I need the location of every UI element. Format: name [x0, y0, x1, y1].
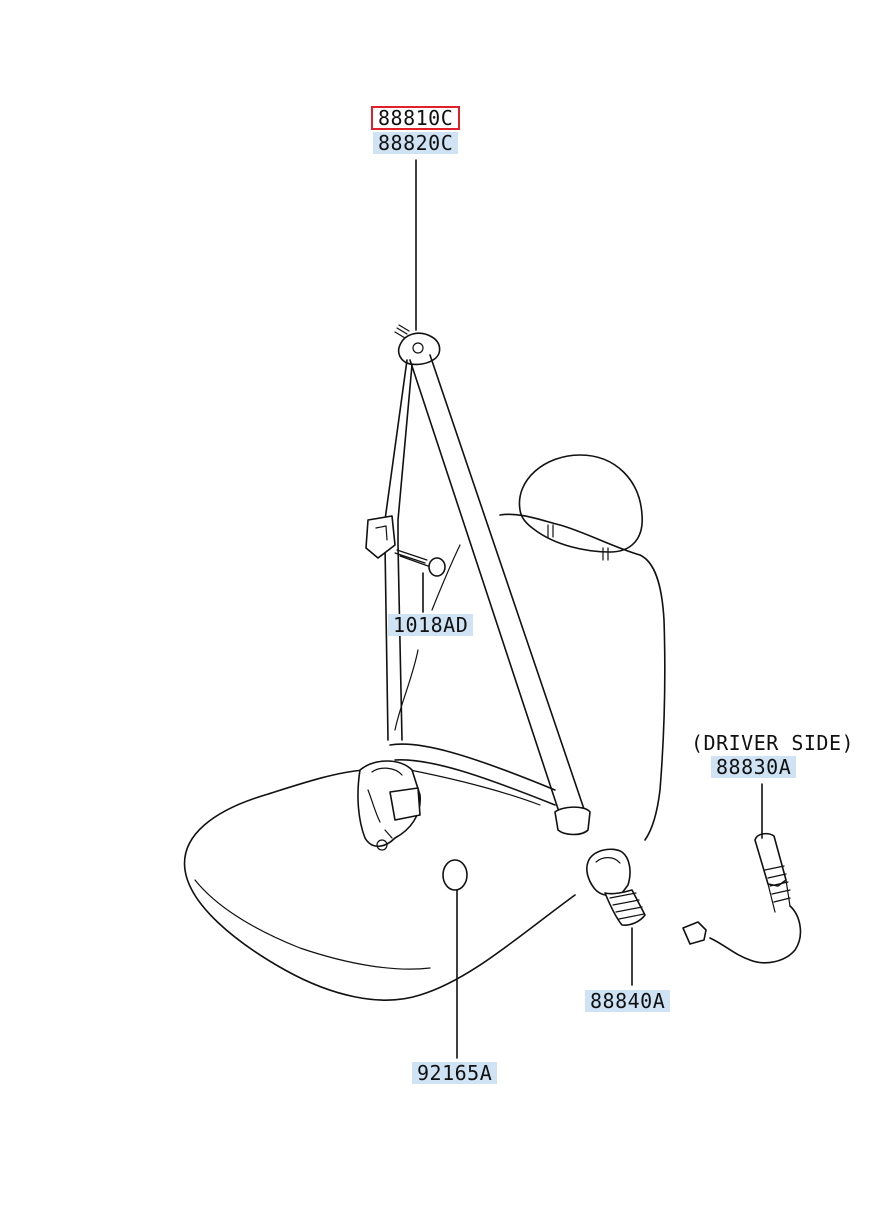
buckle-slot	[595, 857, 621, 864]
retractor-body	[357, 760, 421, 848]
part-label-88820c[interactable]: 88820C	[373, 132, 459, 154]
mounting-bolt	[394, 549, 429, 567]
upper-anchor-bolt	[394, 324, 410, 339]
webbing-tongue-end	[554, 806, 591, 836]
part-label-88830a[interactable]: 88830A	[711, 756, 797, 778]
driver-buckle-body	[754, 832, 787, 887]
upper-anchor-bolt-hole	[412, 342, 424, 354]
lower-webbing	[389, 743, 556, 806]
retractor-bolt	[376, 839, 388, 851]
webbing-guide-inner	[375, 525, 388, 541]
seat-cushion-front-edge	[194, 879, 431, 970]
driver-buckle-connector	[682, 921, 707, 945]
webbing-guide	[365, 515, 396, 559]
seat-cushion-rear-edge	[409, 769, 541, 806]
upper-anchor-plate	[397, 332, 441, 366]
headrest-stay-left	[547, 524, 554, 538]
driver-buckle-ribs	[764, 865, 791, 903]
seat-plug	[442, 859, 468, 891]
driver-buckle-stalk	[767, 879, 791, 913]
buckle-stalk-ribs	[609, 892, 645, 920]
part-label-92165a[interactable]: 92165A	[412, 1062, 498, 1084]
retractor-cover	[389, 787, 421, 821]
seat-back-outline	[499, 513, 666, 841]
driver-buckle-wire	[709, 905, 802, 964]
part-label-1018ad[interactable]: 1018AD	[388, 614, 474, 636]
seat-cushion-outline	[183, 769, 576, 1001]
part-label-88840a[interactable]: 88840A	[585, 990, 671, 1012]
retractor-detail	[367, 767, 403, 839]
part-label-88810c[interactable]: 88810C	[371, 106, 461, 130]
buckle-body	[586, 848, 631, 897]
shoulder-webbing	[409, 354, 586, 816]
seat-back-left-edge	[431, 544, 461, 611]
driver-side-note: (DRIVER SIDE)	[691, 731, 855, 755]
mounting-bolt-head	[428, 557, 446, 577]
headrest-stay-right	[602, 547, 609, 561]
pillar-lower-line	[394, 649, 419, 731]
headrest-outline	[518, 454, 643, 553]
